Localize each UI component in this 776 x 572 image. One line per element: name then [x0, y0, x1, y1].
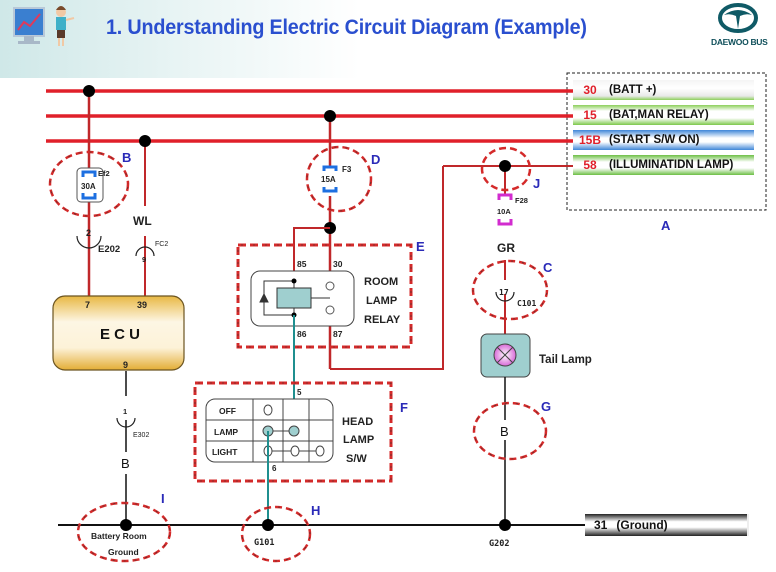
callout-letter-i: I: [161, 491, 165, 506]
connector-fc2-pin: 9: [142, 255, 146, 264]
relay-title-line: ROOM: [364, 276, 398, 288]
legend-text: (START S/W ON): [609, 134, 700, 146]
relay-contact: [325, 281, 335, 291]
ecu-pin-7: 7: [85, 300, 90, 310]
switch-position-light: LIGHT: [212, 447, 238, 457]
relay-title-line: LAMP: [366, 295, 397, 307]
connector-e302-pin: 1: [123, 407, 127, 416]
fuse-ef2-rating: 30A: [81, 182, 96, 191]
relay-pin-86: 86: [297, 329, 307, 339]
connector-e202-pin: 2: [86, 228, 91, 238]
callout-circle-d: [305, 145, 373, 213]
callout-letter-a: A: [661, 218, 671, 233]
legend-num: 58: [583, 158, 597, 172]
relay-pin-30: 30: [333, 259, 343, 269]
connector-e202-label: E202: [98, 244, 120, 255]
wire-b-label-1: B: [121, 456, 130, 471]
ecu-box: [52, 295, 185, 371]
connector-c101-label: C101: [517, 299, 536, 308]
wire-relay-87: [330, 166, 444, 370]
legend-num: 30: [583, 83, 597, 97]
legend-text: (BAT,MAN RELAY): [609, 109, 709, 121]
ground-g202-label: G202: [489, 539, 509, 549]
connector-c101-icon: [495, 291, 515, 302]
ecu-pin-9: 9: [123, 360, 128, 370]
legend-row-30: 30 (BATT +): [573, 80, 754, 100]
fuse-f28-name: F28: [515, 196, 528, 205]
callout-letter-j: J: [533, 176, 540, 191]
legend-text: (BATT +): [609, 84, 657, 96]
connector-fc2-icon: [135, 246, 155, 257]
callout-letter-e: E: [416, 239, 425, 254]
fuse-icon: [497, 193, 513, 200]
switch-position-lamp: LAMP: [214, 427, 238, 437]
fuse-icon: [322, 165, 338, 171]
callout-circle-h: [240, 505, 312, 563]
switch-position-off: OFF: [219, 406, 236, 416]
switch-title-line: LAMP: [343, 434, 374, 446]
junction-dot: [262, 519, 274, 531]
callout-box-e: [236, 243, 413, 349]
ground-num: 31: [594, 518, 608, 532]
callout-letter-f: F: [400, 400, 408, 415]
wire-wl-label: WL: [133, 214, 152, 228]
ground-battery-room-line: Battery Room: [91, 531, 147, 541]
fuse-f3-rating: 15A: [321, 175, 336, 184]
connector-e202-icon: [76, 235, 102, 249]
connector-fc2-label: FC2: [155, 241, 168, 248]
legend-num: 15: [583, 108, 597, 122]
legend-row-15: 15 (BAT,MAN RELAY): [573, 105, 754, 125]
wire-b-label-2: B: [500, 424, 509, 439]
fuse-f28-rating: 10A: [497, 207, 511, 216]
callout-letter-g: G: [541, 399, 551, 414]
fuse-icon: [81, 170, 97, 177]
fuse-ef2-name: Ef2: [98, 169, 110, 178]
slide-header: 1. Understanding Electric Circuit Diagra…: [0, 0, 776, 78]
callout-circle-j: [480, 146, 532, 192]
connector-e302-label: E302: [133, 432, 149, 439]
callout-letter-b: B: [122, 150, 131, 165]
legend-box: [566, 72, 767, 211]
tail-lamp-label: Tail Lamp: [539, 354, 592, 366]
wire-relay-85: [293, 227, 330, 281]
legend-num: 15B: [578, 133, 601, 147]
callout-letter-d: D: [371, 152, 380, 167]
presenter-illustration-icon: [13, 6, 75, 46]
switch-title-line: HEAD: [342, 416, 373, 428]
switch-pin-5: 5: [297, 388, 302, 397]
relay-coil: [276, 287, 312, 309]
wire-gr-label: GR: [497, 241, 515, 255]
callout-letter-h: H: [311, 503, 320, 518]
relay-pin-85: 85: [297, 259, 307, 269]
legend-row-58: 58 (ILLUMINATIDN LAMP): [573, 155, 754, 175]
junction-dot: [83, 85, 95, 97]
legend-row-15b: 15B (START S/W ON): [573, 130, 754, 150]
fuse-f3-name: F3: [342, 165, 352, 174]
callout-letter-c: C: [543, 260, 553, 275]
legend-ground-31: 31 (Ground): [585, 514, 749, 536]
daewoo-logo-icon: [718, 3, 758, 33]
switch-pin-6: 6: [272, 464, 277, 473]
ecu-label: E C U: [100, 326, 140, 343]
ground-battery-room-line: Ground: [108, 547, 139, 557]
logo-text: DAEWOO BUS: [711, 37, 768, 47]
diode-icon: [259, 292, 269, 303]
page-title: 1. Understanding Electric Circuit Diagra…: [106, 16, 587, 39]
connector-c101-pin: 17: [499, 288, 509, 297]
ground-g101-label: G101: [254, 538, 274, 548]
connector-e302-icon: [116, 417, 136, 428]
junction-dot: [324, 110, 336, 122]
switch-title-line: S/W: [346, 453, 367, 465]
callout-circle-g: [472, 401, 548, 461]
ecu-pin-39: 39: [137, 300, 147, 310]
junction-dot: [139, 135, 151, 147]
legend-text: (ILLUMINATIDN LAMP): [609, 159, 734, 171]
relay-title-line: RELAY: [364, 314, 401, 326]
relay-contact: [325, 305, 335, 315]
relay-pin-87: 87: [333, 329, 343, 339]
junction-dot: [499, 519, 511, 531]
junction-dot: [120, 519, 132, 531]
ground-text: (Ground): [616, 518, 668, 532]
junction-dot: [499, 160, 511, 172]
